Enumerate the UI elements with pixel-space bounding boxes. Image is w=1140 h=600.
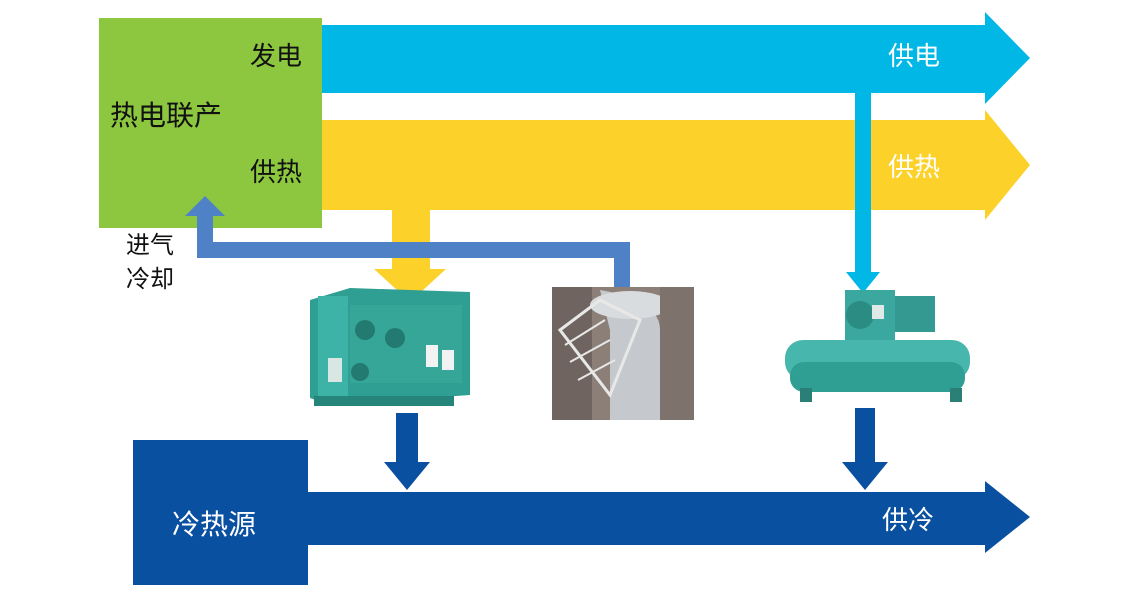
electric-to-cooling — [855, 408, 875, 463]
cold-heat-source-label: 冷热源 — [172, 508, 257, 541]
heat-branch — [392, 210, 430, 270]
chp-power-out-label: 发电 — [250, 42, 303, 72]
intake-cooling-pipe — [197, 210, 630, 287]
heat-flow-label: 供热 — [888, 153, 941, 183]
heat-branch-head — [374, 269, 446, 302]
chp-heat-out-label: 供热 — [250, 158, 303, 188]
absorption-to-cooling-head — [384, 462, 430, 490]
cooling-flow-label: 供冷 — [882, 506, 935, 536]
electric-to-cooling-head — [842, 462, 888, 490]
electric-chiller-image — [785, 290, 970, 402]
power-branch — [855, 93, 871, 273]
intake-cooling-label-line1: 进气 — [126, 231, 174, 259]
power-arrow — [322, 12, 1030, 104]
power-flow-label: 供电 — [888, 42, 941, 72]
storage-tank-image — [552, 287, 694, 420]
cold-heat-source-box — [133, 440, 308, 585]
intake-cooling-arrowhead — [185, 196, 225, 216]
intake-cooling-label-line2: 冷却 — [126, 265, 174, 293]
power-branch-head — [846, 272, 880, 293]
cooling-arrow — [300, 481, 1030, 553]
chp-label: 热电联产 — [110, 99, 223, 132]
chp-box — [99, 18, 322, 228]
heat-arrow — [322, 110, 1030, 220]
absorption-chiller-image — [310, 288, 470, 406]
absorption-to-cooling — [396, 413, 418, 463]
